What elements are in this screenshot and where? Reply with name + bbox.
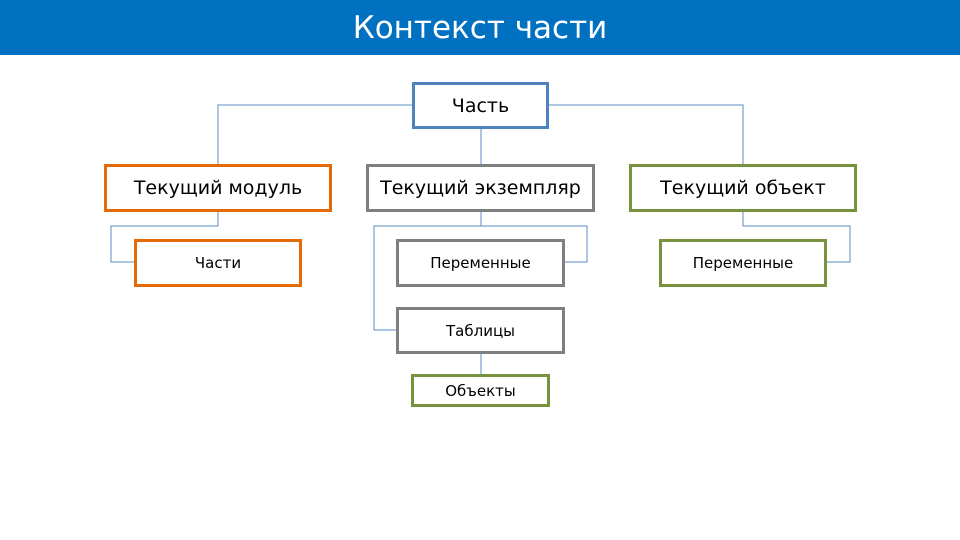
leaf-node-parts-label: Части bbox=[194, 254, 242, 272]
connector-instance-variables bbox=[481, 225, 588, 263]
connector-root-left bbox=[217, 104, 413, 165]
leaf-node-object-variables: Переменные bbox=[659, 239, 827, 287]
branch-node-object: Текущий объект bbox=[629, 164, 857, 212]
leaf-node-object-variables-label: Переменные bbox=[692, 254, 794, 272]
connector-object-variables bbox=[742, 211, 851, 263]
root-node-label: Часть bbox=[451, 94, 510, 117]
leaf-node-tables: Таблицы bbox=[396, 307, 565, 354]
slide-title: Контекст части bbox=[352, 9, 608, 46]
leaf-node-objects-label: Объекты bbox=[445, 381, 516, 400]
leaf-node-instance-variables-label: Переменные bbox=[430, 254, 531, 272]
connector-root-right bbox=[548, 104, 744, 165]
leaf-node-objects: Объекты bbox=[411, 374, 550, 407]
branch-node-object-label: Текущий объект bbox=[660, 177, 826, 199]
connector-instance-spine bbox=[373, 211, 482, 331]
branch-node-instance: Текущий экземпляр bbox=[366, 164, 595, 212]
branch-node-instance-label: Текущий экземпляр bbox=[380, 177, 581, 199]
root-node: Часть bbox=[412, 82, 549, 129]
slide-title-bar: Контекст части bbox=[0, 0, 960, 55]
branch-node-module: Текущий модуль bbox=[104, 164, 332, 212]
leaf-node-tables-label: Таблицы bbox=[446, 321, 515, 340]
leaf-node-parts: Части bbox=[134, 239, 302, 287]
branch-node-module-label: Текущий модуль bbox=[133, 177, 303, 199]
leaf-node-instance-variables: Переменные bbox=[396, 239, 565, 287]
connector-module-parts bbox=[110, 211, 219, 263]
